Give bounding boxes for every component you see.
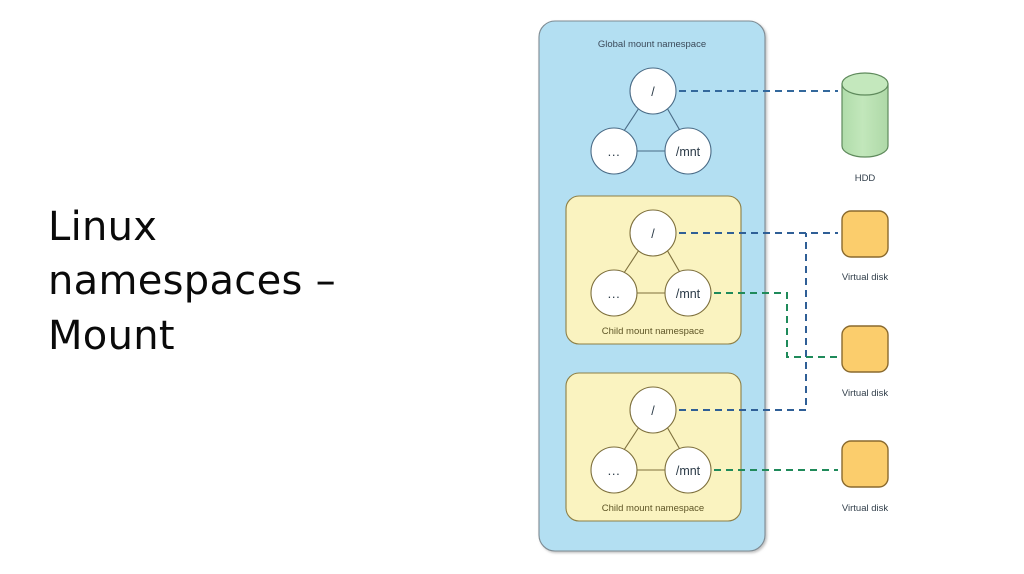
child-1-node-mnt-label: /mnt [676, 287, 701, 301]
hdd-label: HDD [855, 173, 876, 184]
child-mount-namespace-1: Child mount namespace / ... /mnt [565, 195, 742, 345]
child-mount-namespace-2: Child mount namespace / ... /mnt [565, 372, 742, 522]
connector-child2-root-to-vdisk1 [679, 233, 807, 411]
child-1-node-ellipsis-label: ... [608, 286, 621, 301]
child-1-node-ellipsis: ... [590, 269, 638, 317]
global-node-root: / [629, 67, 677, 115]
virtual-disk-1-shape [841, 210, 889, 258]
child-2-node-mnt: /mnt [664, 446, 712, 494]
global-node-ellipsis-label: ... [608, 144, 621, 159]
virtual-disk-2-shape [841, 325, 889, 373]
virtual-disk-3-shape [841, 440, 889, 488]
child-1-node-root-label: / [651, 227, 655, 241]
virtual-disk-2-label: Virtual disk [842, 388, 889, 399]
storage-virtual-disk-3: Virtual disk [841, 440, 889, 514]
storage-virtual-disk-2: Virtual disk [841, 325, 889, 399]
child-namespace-1-label: Child mount namespace [602, 326, 704, 337]
global-node-ellipsis: ... [590, 127, 638, 175]
storage-virtual-disk-1: Virtual disk [841, 210, 889, 283]
global-node-root-label: / [651, 85, 655, 99]
child-2-node-root-label: / [651, 404, 655, 418]
child-2-node-ellipsis-label: ... [608, 463, 621, 478]
child-namespace-2-label: Child mount namespace [602, 503, 704, 514]
child-1-node-root: / [629, 209, 677, 257]
child-1-node-mnt: /mnt [664, 269, 712, 317]
child-2-node-ellipsis: ... [590, 446, 638, 494]
child-2-node-root: / [629, 386, 677, 434]
hdd-cylinder-top [841, 72, 889, 96]
global-namespace-label: Global mount namespace [598, 39, 706, 50]
storage-hdd: HDD [841, 72, 889, 184]
connector-child1-mnt-to-vdisk2 [714, 292, 838, 358]
child-2-node-mnt-label: /mnt [676, 464, 701, 478]
page-title: Linux namespaces – Mount [48, 204, 336, 359]
hdd-cylinder-body [841, 83, 889, 158]
virtual-disk-1-label: Virtual disk [842, 272, 889, 283]
virtual-disk-3-label: Virtual disk [842, 503, 889, 514]
global-node-mnt: /mnt [664, 127, 712, 175]
global-node-mnt-label: /mnt [676, 145, 701, 159]
